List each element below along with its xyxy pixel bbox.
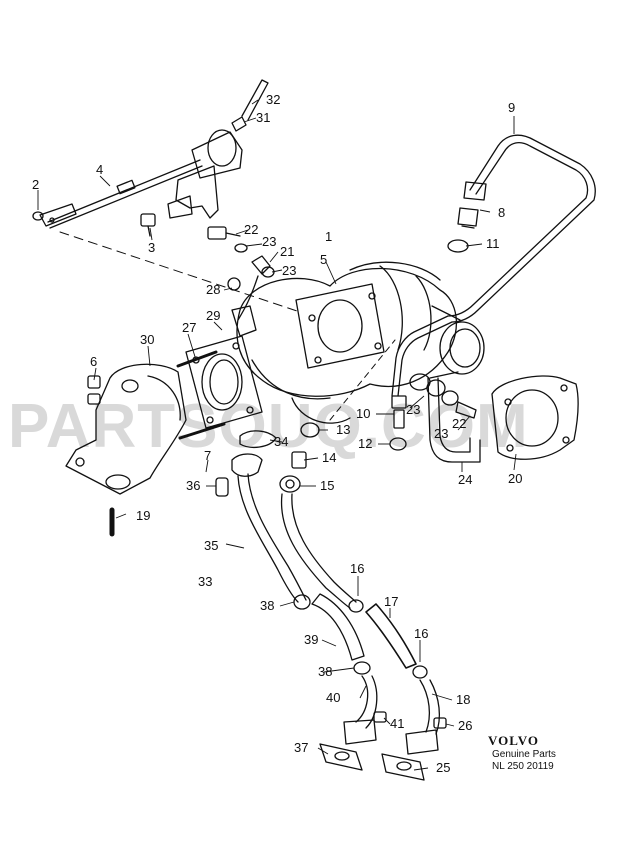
banjo-fitting [426, 379, 446, 397]
pipe-flange [319, 719, 377, 771]
stud [176, 350, 218, 368]
leader-lines [37, 99, 517, 771]
callout: 23 [406, 402, 420, 417]
callout: 27 [182, 320, 196, 335]
gasket [239, 430, 277, 449]
callout: 7 [204, 448, 211, 463]
oil-pipe [237, 275, 259, 321]
callout: 40 [326, 690, 340, 705]
callout: 31 [256, 110, 270, 125]
callout: 33 [198, 574, 212, 589]
nut [227, 277, 241, 291]
oil-feed-pipe [397, 134, 596, 397]
nut [87, 375, 101, 405]
pipe-flange [215, 453, 263, 497]
callout: 23 [262, 234, 276, 249]
callout: 35 [204, 538, 218, 553]
callout: 22 [452, 416, 466, 431]
callout: 2 [32, 177, 39, 192]
hose-clip [231, 116, 247, 132]
alignment-line-2 [329, 339, 396, 421]
callout: 22 [244, 222, 258, 237]
hose [365, 603, 417, 669]
alignment-line [59, 231, 301, 313]
callout: 13 [336, 422, 350, 437]
wastegate-actuator [167, 129, 243, 219]
callout: 38 [318, 664, 332, 679]
bolt [140, 213, 156, 237]
oil-return-pipe [427, 377, 481, 463]
callout: 32 [266, 92, 280, 107]
hose [241, 79, 269, 121]
bolt [373, 711, 387, 723]
callout: 10 [356, 406, 370, 421]
callout: 39 [304, 632, 318, 647]
exhaust-flange [295, 283, 385, 369]
coolant-pipe [355, 675, 369, 723]
callout: 36 [186, 478, 200, 493]
hose-clamp [412, 665, 428, 679]
bolt [433, 717, 447, 729]
callout: 16 [414, 626, 428, 641]
callout: 20 [508, 471, 522, 486]
callout: 21 [280, 244, 294, 259]
callout-labels: 1 2 3 4 5 6 7 8 9 10 11 12 13 14 15 16 1… [32, 92, 522, 775]
clip [32, 211, 44, 221]
actuator-rod [39, 159, 203, 229]
callout: 30 [140, 332, 154, 347]
callout: 3 [148, 240, 155, 255]
callout: 4 [96, 162, 103, 177]
brand-caption: Genuine Parts [492, 749, 556, 760]
hose [311, 593, 365, 661]
callout: 9 [508, 100, 515, 115]
callout: 28 [206, 282, 220, 297]
callout: 8 [498, 205, 505, 220]
callout: 29 [206, 308, 220, 323]
hose-clamp [353, 661, 371, 675]
callout: 26 [458, 718, 472, 733]
callout: 18 [456, 692, 470, 707]
callout: 6 [90, 354, 97, 369]
washer [447, 239, 469, 253]
brand-name: VOLVO [488, 733, 539, 748]
outlet-elbow [65, 363, 187, 495]
pipe-fitting [457, 181, 487, 229]
coolant-pipe [280, 493, 351, 609]
pipe-flange [381, 729, 439, 781]
callout: 23 [434, 426, 448, 441]
callout: 14 [322, 450, 336, 465]
flange-gasket [491, 375, 579, 460]
callout: 37 [294, 740, 308, 755]
hose-clamp [348, 599, 364, 613]
callout: 25 [436, 760, 450, 775]
callout: 24 [458, 472, 472, 487]
callout: 12 [358, 436, 372, 451]
callout: 16 [350, 561, 364, 576]
callout: 41 [390, 716, 404, 731]
callout: 34 [274, 434, 288, 449]
callout: 15 [320, 478, 334, 493]
elbow-pipe [185, 305, 263, 429]
callout: 11 [486, 236, 500, 251]
bolt [455, 401, 477, 419]
callout: 23 [282, 263, 296, 278]
callout: 17 [384, 594, 398, 609]
coolant-pipe [237, 475, 299, 603]
callout: 5 [320, 252, 327, 267]
callout: 38 [260, 598, 274, 613]
hose-clamp [293, 594, 311, 610]
diagram-reference: NL 250 20119 [492, 761, 554, 772]
stud [178, 422, 226, 440]
coolant-pipe [419, 679, 431, 733]
washer [441, 390, 459, 406]
banjo-bolt [207, 226, 275, 278]
callout: 1 [325, 229, 332, 244]
turbocharger [236, 261, 485, 424]
callout: 19 [136, 508, 150, 523]
